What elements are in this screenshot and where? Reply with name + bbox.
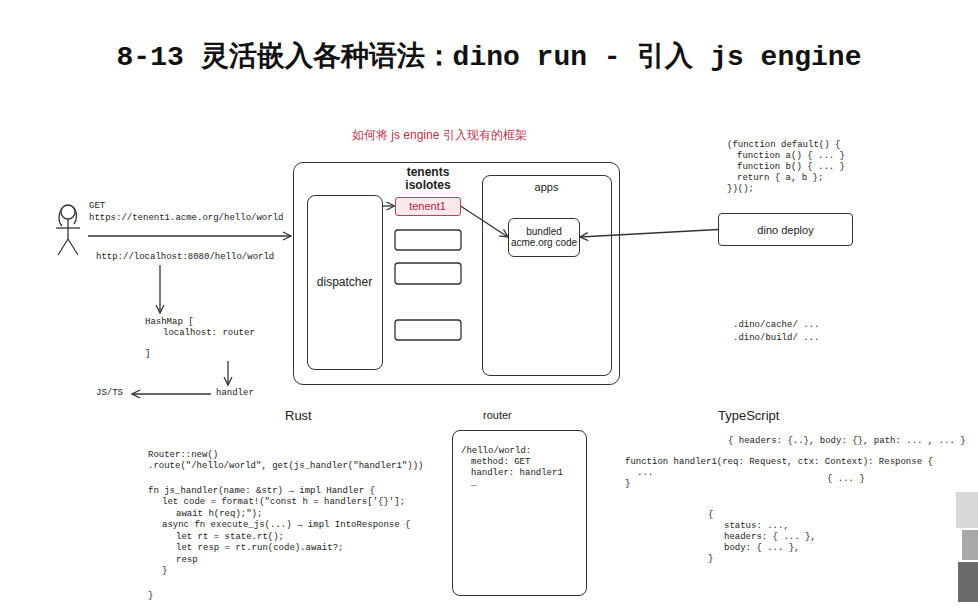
flow-arrow xyxy=(159,265,160,313)
request-method: GET xyxy=(89,201,105,212)
code-line: await h(req);"); xyxy=(176,509,262,520)
code-line: resp xyxy=(176,555,198,566)
code-line: let rt = state.rt(); xyxy=(176,532,284,543)
node-text: apps xyxy=(535,181,559,193)
node-text: dispatcher xyxy=(317,275,372,289)
isolate-slot xyxy=(395,263,461,284)
code-line: { xyxy=(708,510,713,521)
code-line: headers: { ... }, xyxy=(724,532,816,543)
path-label: .dino/build/ ... xyxy=(733,333,819,344)
code-line: localhost: router xyxy=(163,328,255,339)
code-line: } xyxy=(148,591,153,602)
code-line: (function default() { xyxy=(727,140,840,151)
stick-figure xyxy=(56,205,80,255)
code-line: status: ..., xyxy=(724,521,789,532)
code-line: HashMap [ xyxy=(145,317,194,328)
label: JS/TS xyxy=(96,388,123,399)
request-arrow xyxy=(88,235,291,236)
code-line: { headers: {..}, body: {}, path: ... , .… xyxy=(728,436,966,447)
code-line: .route("/hello/world", get(js_handler("h… xyxy=(148,461,423,472)
node-text: dino deploy xyxy=(757,224,813,236)
section-heading: TypeScript xyxy=(718,410,779,421)
code-line: function b() { ... } xyxy=(737,162,845,173)
connector-arrow xyxy=(461,206,509,237)
code-line: })(); xyxy=(727,184,754,195)
blurred-thumb xyxy=(958,562,978,602)
code-line: { ... } xyxy=(827,474,865,485)
code-line: function handler1(req: Request, ctx: Con… xyxy=(625,457,933,468)
isolate-slot xyxy=(395,320,461,340)
dispatcher-box: dispatcher xyxy=(307,195,383,370)
code-line: let resp = rt.run(code).await?; xyxy=(176,543,343,554)
code-line: let code = format!("const h = handlers['… xyxy=(162,497,405,508)
node-text: router xyxy=(483,409,512,421)
title: 8-13 灵活嵌入各种语法：dino run - 引入 js engine xyxy=(0,40,978,76)
note: 如何将 js engine 引入现有的框架 xyxy=(352,130,527,141)
flow-arrow xyxy=(132,393,211,394)
group-heading: tenents isolotes xyxy=(398,166,458,192)
container-box: dispatcher tenent1 apps bundled acme.org co… xyxy=(293,162,620,385)
node-text: … xyxy=(471,479,476,489)
code-line: } xyxy=(625,479,630,490)
node-text: /hello/world: xyxy=(461,446,531,456)
isolate-slot xyxy=(395,230,461,250)
code-line: ... xyxy=(637,468,653,479)
request-url: https://tenent1.acme.org/hello/world xyxy=(89,213,283,224)
node-text: tenent1 xyxy=(409,200,446,212)
request-url: http://localhost:8080/hello/world xyxy=(96,252,274,263)
tenant-box: tenent1 xyxy=(395,197,461,216)
section-heading: Rust xyxy=(285,410,312,421)
flow-arrow xyxy=(227,361,228,385)
code-line: return { a, b }; xyxy=(737,173,823,184)
node-text: method: GET xyxy=(471,457,530,467)
code-line: } xyxy=(162,566,167,577)
connector-arrow xyxy=(383,205,395,206)
router-box: router/hello/world:method: GEThandler: h… xyxy=(452,430,587,596)
code-line: async fn execute_js(...) → impl IntoResp… xyxy=(162,520,410,531)
apps-box: apps bundled acme.org code xyxy=(482,175,612,376)
code-line: Router::new() xyxy=(148,450,218,461)
blurred-thumb xyxy=(956,492,978,528)
deploy-box: dino deploy xyxy=(718,213,853,246)
code-line: body: { ... }, xyxy=(724,543,800,554)
connector-arrow xyxy=(580,230,718,238)
code-bundle-box: bundled acme.org code xyxy=(508,218,580,257)
code-line: function a() { ... } xyxy=(737,151,845,162)
path-label: .dino/cache/ ... xyxy=(733,320,819,331)
label: handler xyxy=(216,388,254,399)
node-text: handler: handler1 xyxy=(471,468,563,478)
code-line: fn js_handler(name: &str) → impl Handler… xyxy=(148,486,375,497)
code-line: } xyxy=(708,554,713,565)
node-text: bundled acme.org code xyxy=(509,226,579,248)
code-line: ] xyxy=(145,349,150,360)
blurred-thumb xyxy=(962,530,978,560)
